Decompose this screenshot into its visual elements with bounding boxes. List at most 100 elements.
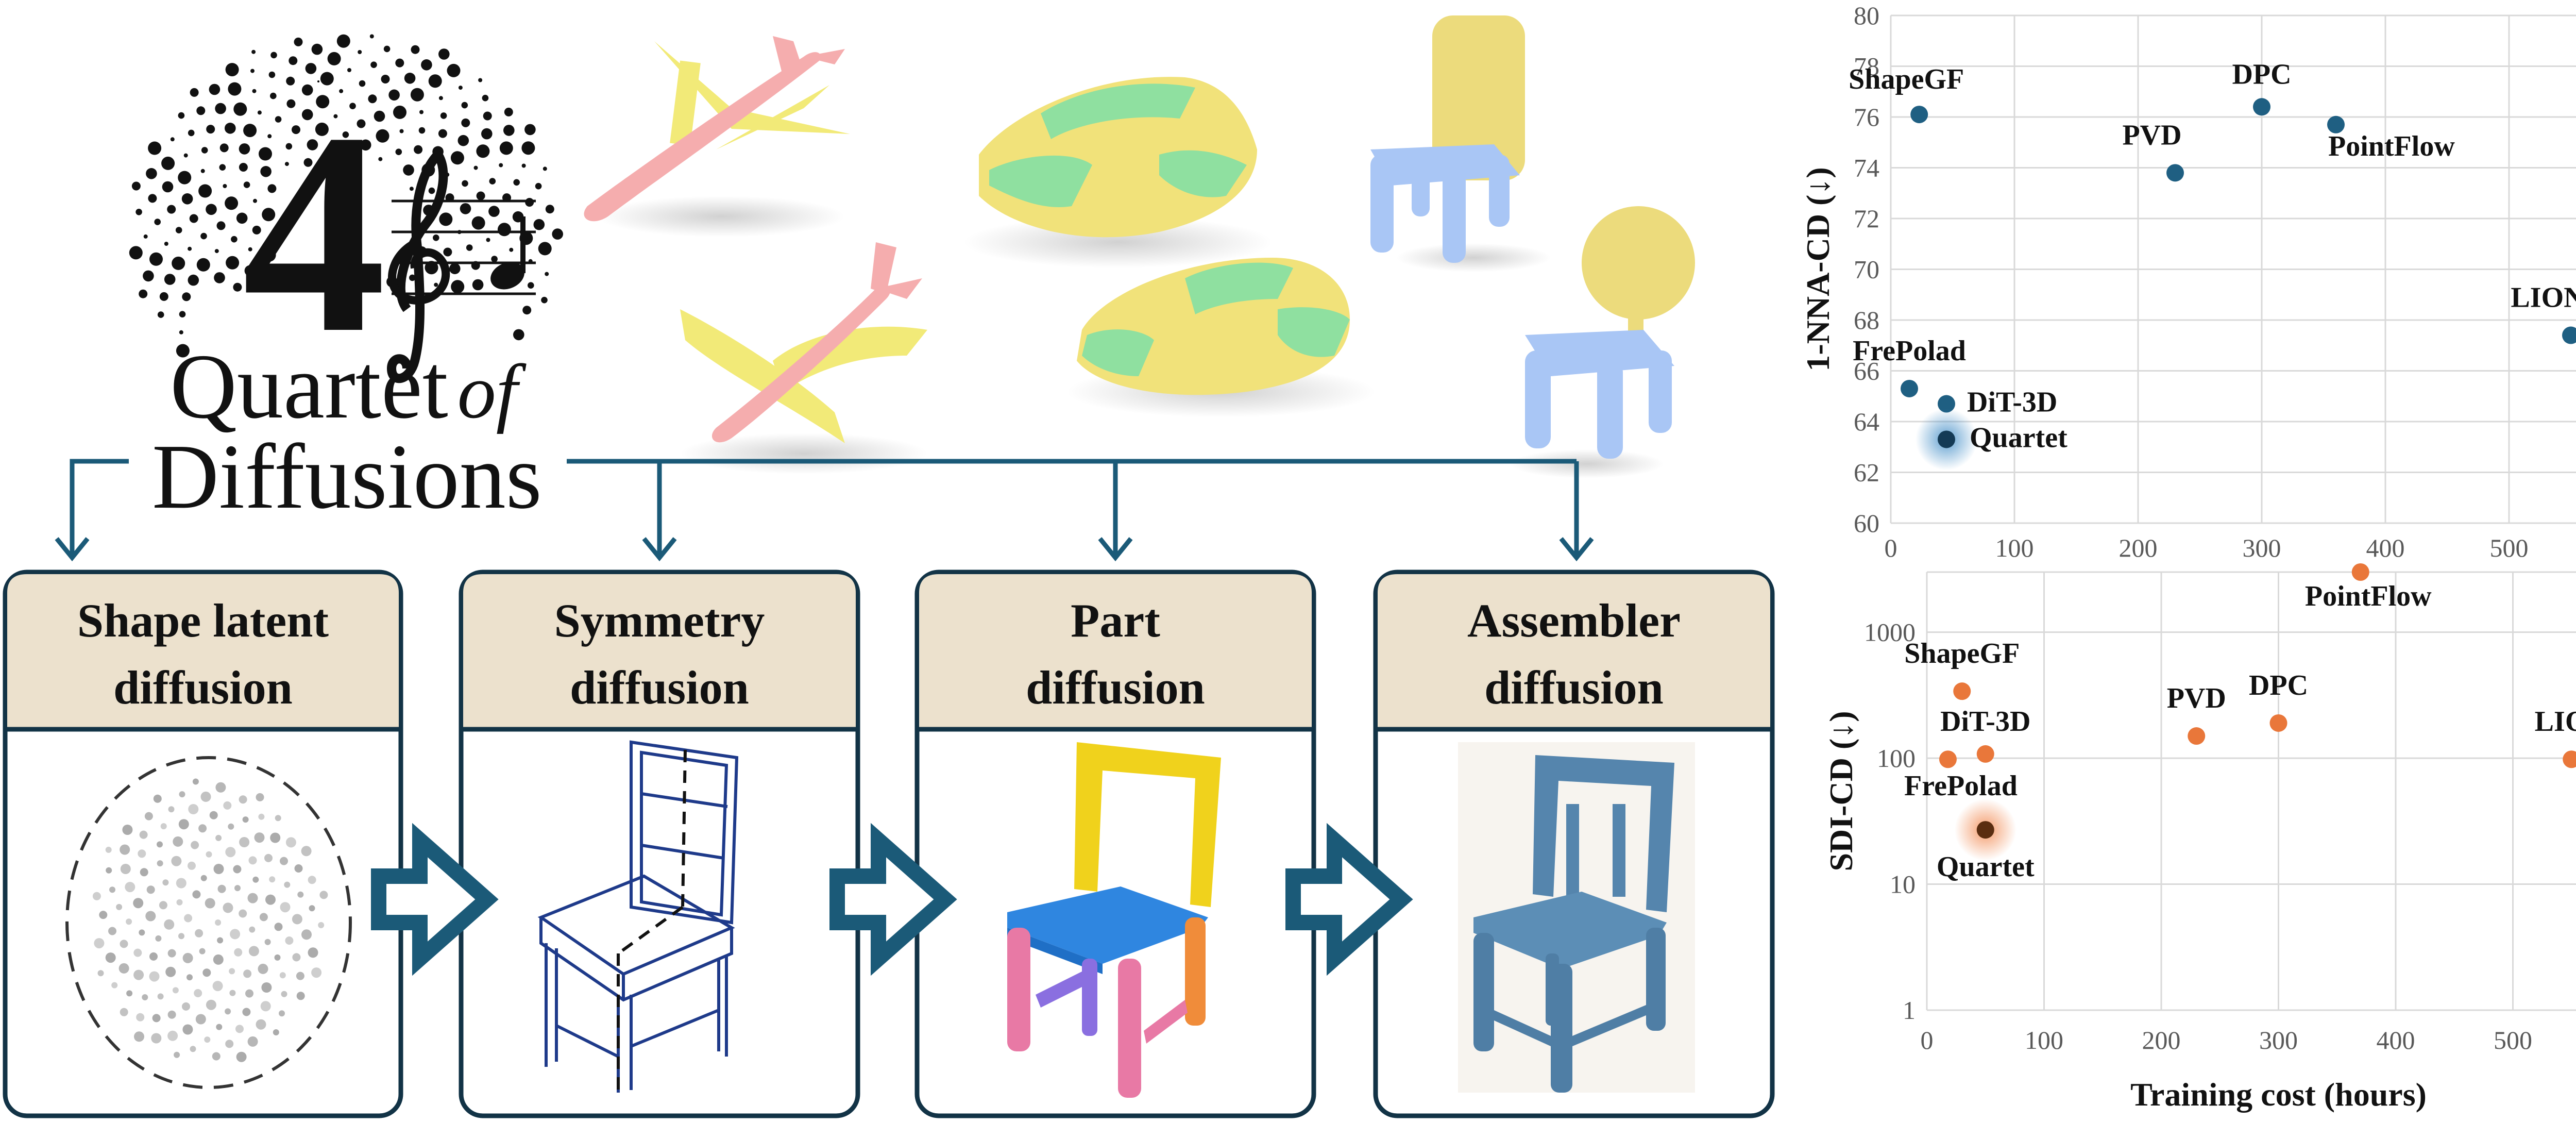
logo-dot (522, 306, 532, 315)
logo-dot (259, 147, 272, 161)
latent-point (120, 844, 130, 855)
data-point-lion (2562, 326, 2576, 344)
y-tick-label: 70 (1854, 255, 1879, 284)
logo-dot (404, 73, 416, 84)
logo-dot (428, 187, 435, 194)
latent-point (174, 1051, 180, 1058)
latent-point (223, 801, 232, 810)
latent-point (281, 991, 287, 997)
y-tick-label: 66 (1854, 357, 1879, 386)
airplane-pointcloud-2 (680, 242, 927, 474)
logo-dot (466, 244, 473, 251)
data-point-lion (2563, 750, 2576, 768)
latent-boundary-ellipse (65, 756, 352, 1089)
x-tick-label: 100 (2025, 1026, 2063, 1054)
logo-dot (478, 78, 483, 82)
logo-dot (148, 141, 162, 155)
data-point-pointflow (2327, 115, 2345, 133)
latent-point (212, 981, 223, 992)
data-point-frepolad (1901, 379, 1918, 397)
logo-dot (129, 246, 143, 260)
data-label-dit-3d: DiT-3D (1967, 387, 2057, 418)
latent-point (126, 990, 133, 997)
logo-dot (176, 344, 190, 358)
logo-dot (219, 164, 226, 171)
logo-dot (369, 34, 374, 39)
latent-point (215, 834, 222, 841)
data-label-quartet: Quartet (1937, 851, 2035, 883)
data-point-pvd (2188, 727, 2206, 745)
latent-point (264, 853, 273, 862)
latent-point (144, 812, 153, 820)
y-axis-label: SDI-CD (↓) (1823, 711, 1859, 871)
logo-dot (434, 282, 438, 287)
logo-dot (188, 246, 192, 251)
data-label-pointflow: PointFlow (2305, 580, 2432, 612)
x-axis-label: Training cost (hours) (2130, 1076, 2427, 1113)
latent-point (92, 892, 101, 900)
latent-point (301, 846, 312, 857)
logo-dot (316, 95, 330, 109)
logo-dot (206, 125, 215, 134)
logo-dot (286, 269, 293, 276)
logo-dot (143, 234, 148, 239)
logo-dot (179, 330, 183, 334)
x-tick-label: 200 (2142, 1026, 2181, 1054)
logo-dot (262, 208, 276, 222)
latent-point (230, 929, 241, 940)
data-point-dit-3d (1938, 395, 1955, 413)
data-label-pvd: PVD (2122, 119, 2181, 151)
logo-dot (252, 89, 257, 93)
latent-point (173, 836, 183, 847)
latent-point (242, 1008, 251, 1016)
data-point-frepolad (1939, 750, 1957, 768)
latent-point (239, 795, 247, 804)
logo-dot (358, 50, 362, 54)
latent-point (99, 911, 108, 919)
logo-dot (253, 198, 257, 203)
x-tick-label: 100 (1995, 533, 2034, 562)
x-tick-label: 400 (2377, 1026, 2415, 1054)
latent-point (159, 901, 167, 910)
logo-dot (421, 59, 432, 71)
logo-dot (301, 109, 313, 121)
latent-point (198, 824, 207, 833)
latent-point (116, 903, 123, 910)
logo-dot (438, 96, 443, 101)
logo-dot (215, 103, 226, 114)
logo-dot (320, 72, 334, 86)
chair-pointcloud-1 (1370, 15, 1551, 272)
logo-dot (267, 184, 277, 193)
latent-point (223, 902, 233, 913)
latent-point (216, 1024, 223, 1030)
latent-point (236, 1051, 247, 1062)
latent-point (145, 911, 156, 922)
latent-point (140, 868, 148, 877)
y-tick-label: 1 (1903, 996, 1916, 1025)
logo-dot (315, 122, 329, 136)
latent-point (111, 982, 118, 989)
logo-dot (131, 181, 141, 191)
latent-point (235, 1025, 244, 1033)
latent-point (134, 1031, 144, 1042)
logo-dot (489, 178, 496, 185)
logo-dot (225, 123, 236, 134)
logo-dot (139, 289, 148, 298)
logo-dot (292, 125, 300, 135)
logo-dot (332, 147, 336, 152)
latent-point (106, 867, 112, 874)
logo-dot (146, 168, 157, 179)
logo-dot (200, 169, 205, 173)
latent-point (191, 841, 199, 849)
module-title-line1: Symmetry (554, 594, 765, 647)
latent-point (249, 926, 256, 933)
y-axis-label: 1-NNA-CD (↓) (1800, 167, 1836, 371)
latent-point (133, 969, 144, 980)
logo-dot (257, 110, 262, 115)
x-tick-label: 0 (1921, 1026, 1934, 1054)
latent-point (292, 953, 301, 962)
latent-point (200, 791, 211, 802)
logo-dot (228, 82, 242, 96)
latent-point (108, 927, 116, 935)
logo-dot (395, 148, 402, 156)
